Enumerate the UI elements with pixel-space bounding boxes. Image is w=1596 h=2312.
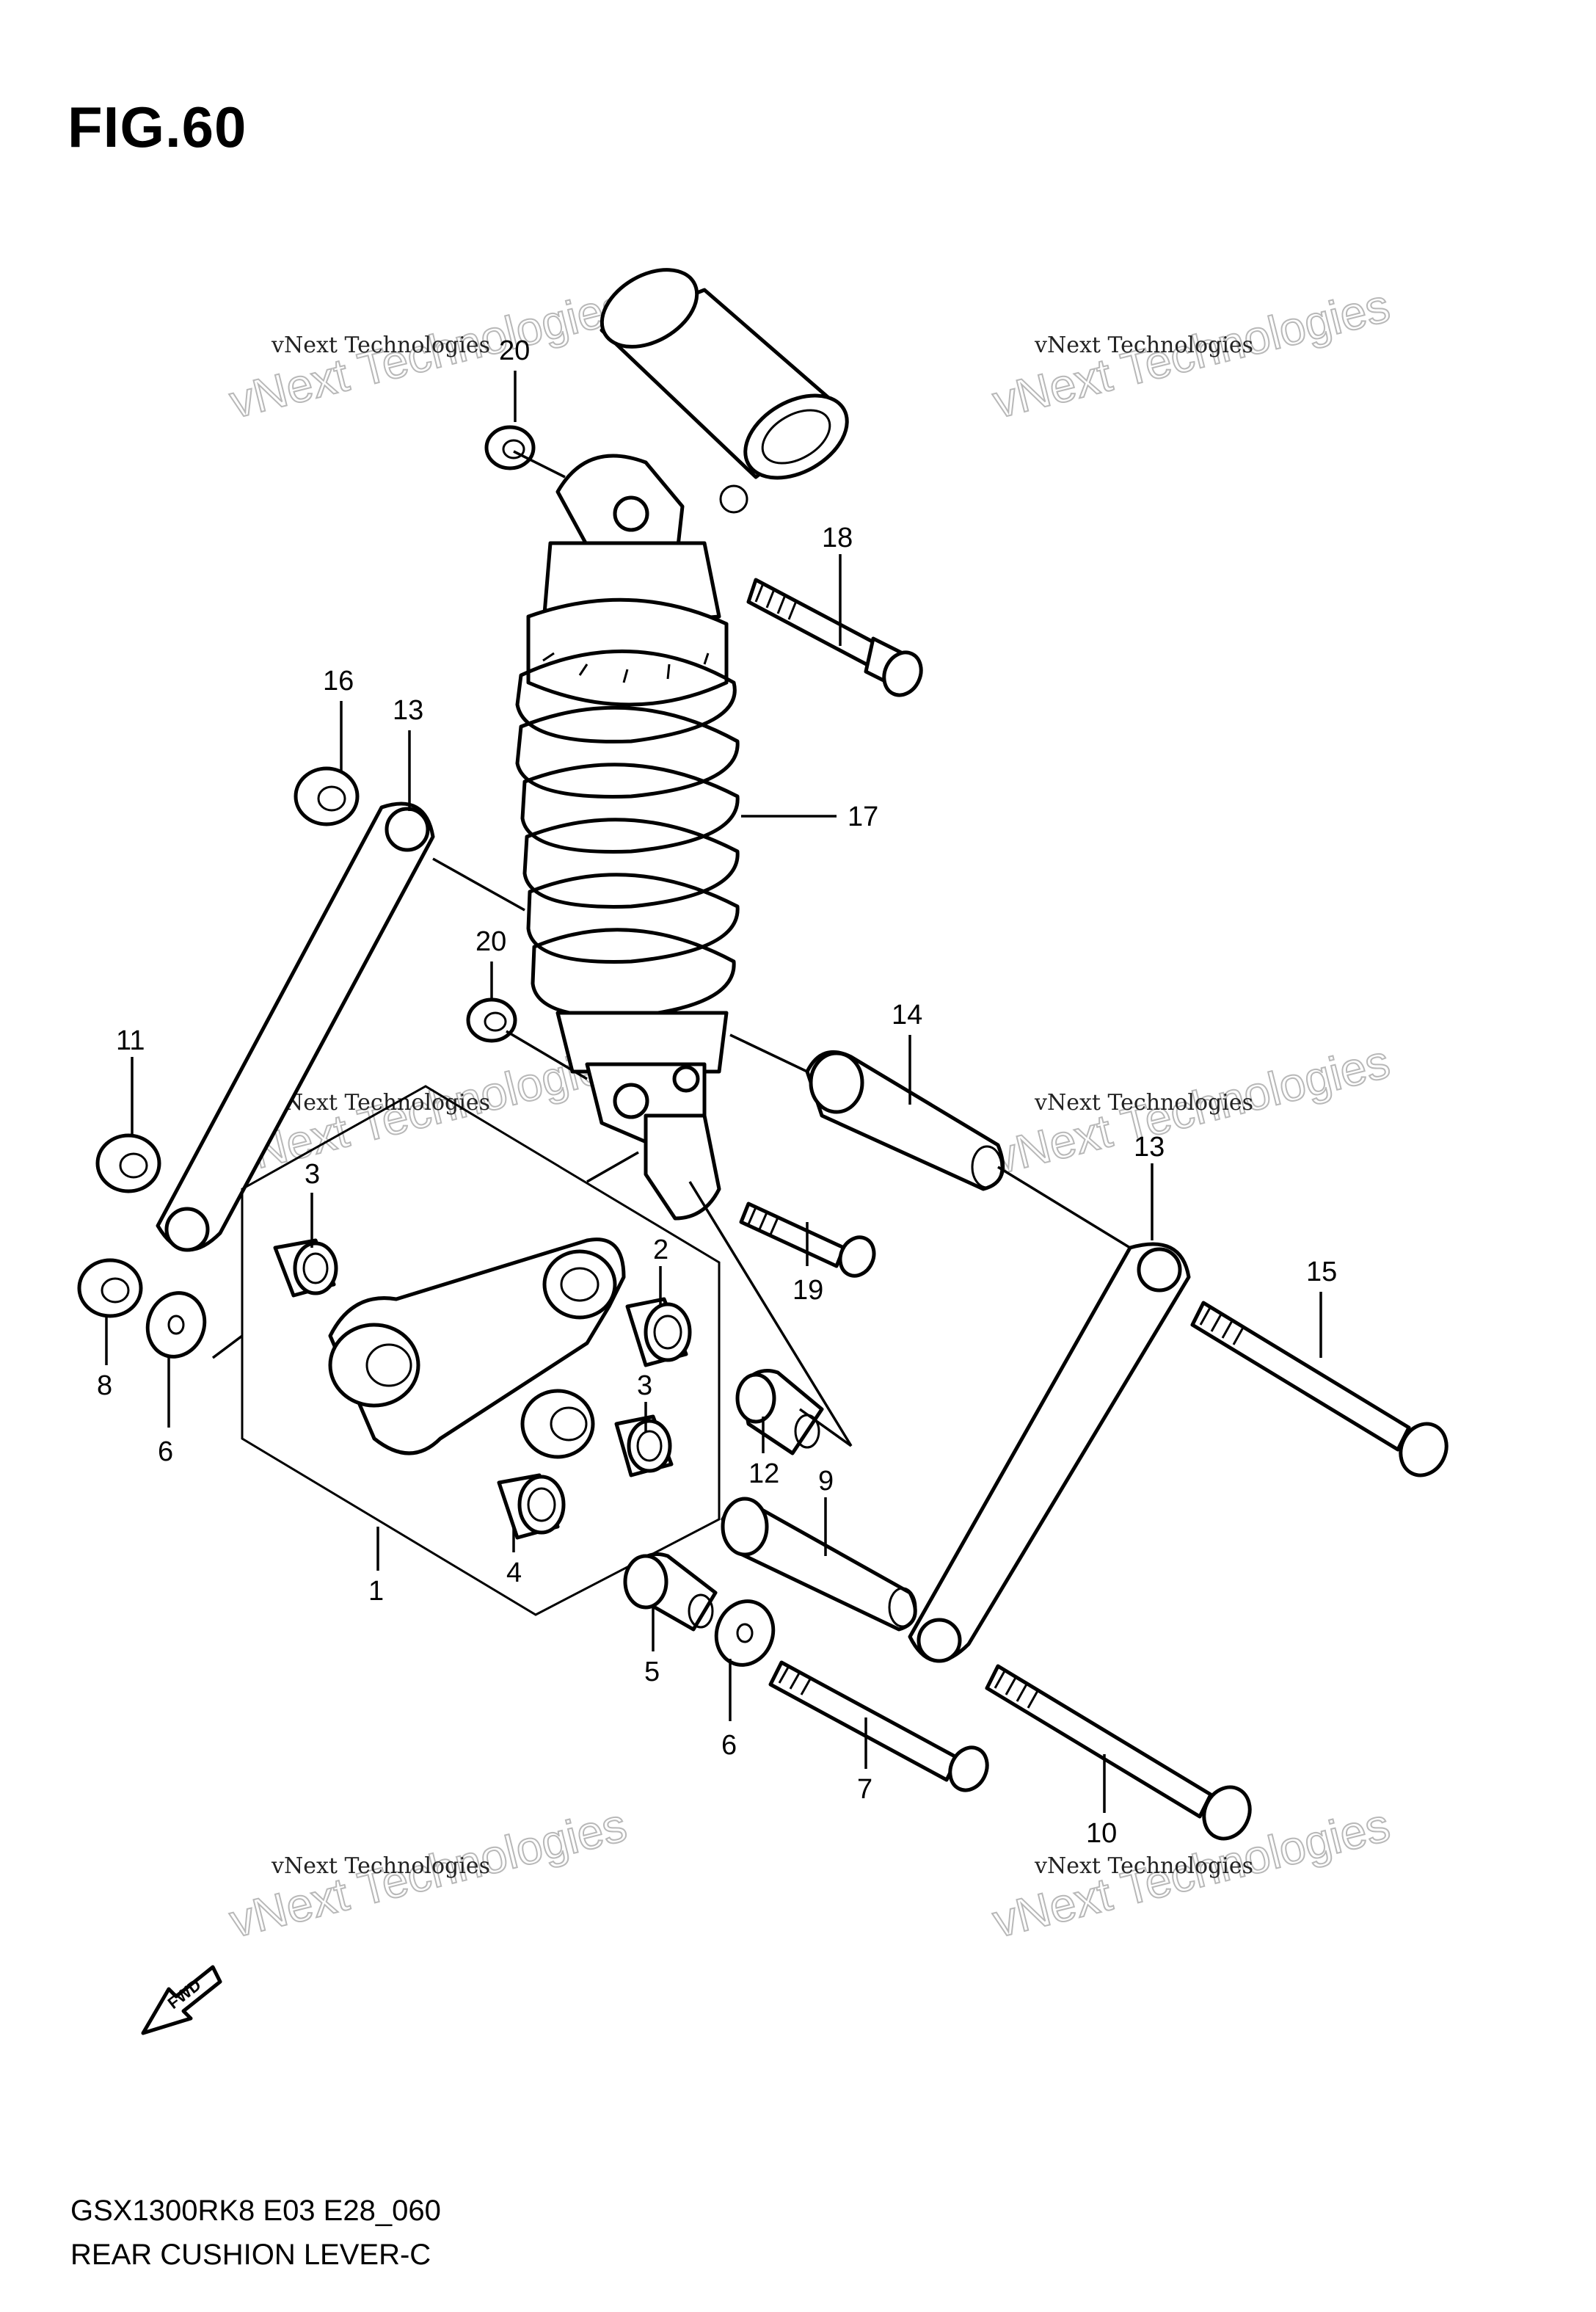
callout-6-left: 6 xyxy=(158,1436,173,1467)
model-code-label: GSX1300RK8 E03 E28_060 xyxy=(70,2195,441,2227)
svg-text:vNext Technologies: vNext Technologies xyxy=(271,1853,490,1879)
bearing-part-4 xyxy=(497,1473,566,1540)
spacer-part-9 xyxy=(721,1497,917,1632)
callout-13-left: 13 xyxy=(393,695,423,726)
callout-2: 2 xyxy=(653,1235,668,1265)
nut-part-8 xyxy=(77,1258,143,1318)
callout-15: 15 xyxy=(1306,1257,1337,1287)
fwd-direction-arrow: FWD xyxy=(141,1965,222,2035)
bolt-part-18 xyxy=(746,578,923,697)
bolt-part-19 xyxy=(739,1202,876,1278)
bearing-part-3-upper xyxy=(273,1238,338,1298)
washer-part-6-left xyxy=(145,1291,207,1359)
lever-assembly-part-1 xyxy=(241,1085,721,1616)
callout-4: 4 xyxy=(506,1557,522,1588)
figure-title: FIG.60 xyxy=(68,95,247,159)
callout-11: 11 xyxy=(116,1025,145,1056)
callout-20-lower: 20 xyxy=(475,926,506,957)
callout-16: 16 xyxy=(323,666,354,697)
callout-19: 19 xyxy=(792,1275,823,1306)
tie-rod-part-13-right xyxy=(908,1242,1191,1663)
svg-text:vNext Technologies: vNext Technologies xyxy=(1034,332,1253,358)
callout-14: 14 xyxy=(892,1000,922,1030)
spacer-part-5 xyxy=(623,1552,718,1632)
nut-part-20-upper xyxy=(484,425,536,470)
watermark-group-bottom-left: vNext Technologies vNext Technologies xyxy=(224,1797,633,1949)
callout-17: 17 xyxy=(848,801,878,832)
watermark-group-mid-right: vNext Technologies vNext Technologies xyxy=(987,1034,1396,1185)
bolt-part-10 xyxy=(985,1664,1252,1841)
callout-3-upper: 3 xyxy=(305,1159,320,1190)
bolt-part-7 xyxy=(768,1660,989,1792)
callout-12: 12 xyxy=(748,1458,779,1489)
tie-rod-part-13-left xyxy=(156,801,435,1252)
leader-lines xyxy=(105,371,1322,1813)
washer-part-6-right xyxy=(714,1599,776,1667)
callout-18: 18 xyxy=(822,523,853,553)
callout-1: 1 xyxy=(368,1576,384,1607)
shock-absorber-part-17 xyxy=(515,268,849,1221)
spacer-part-14 xyxy=(805,1050,1005,1191)
bearing-part-3-lower xyxy=(614,1414,674,1477)
callout-6-right: 6 xyxy=(721,1730,737,1761)
svg-text:vNext Technologies: vNext Technologies xyxy=(1034,1090,1253,1116)
callout-20-upper: 20 xyxy=(499,335,530,366)
callout-3-lower: 3 xyxy=(637,1370,652,1401)
callout-5: 5 xyxy=(644,1657,660,1687)
spacer-part-12 xyxy=(735,1369,824,1455)
bolt-part-15 xyxy=(1190,1301,1449,1477)
watermark-group-top-left: vNext Technologies vNext Technologies xyxy=(224,278,633,429)
svg-text:vNext Technologies: vNext Technologies xyxy=(271,332,490,358)
bearing-part-2 xyxy=(625,1297,692,1367)
svg-text:vNext Technologies: vNext Technologies xyxy=(1034,1853,1253,1879)
callout-10: 10 xyxy=(1086,1818,1117,1849)
nut-part-20-lower xyxy=(466,997,517,1043)
watermark-group-bottom-right: vNext Technologies vNext Technologies xyxy=(987,1797,1396,1949)
nut-part-11 xyxy=(95,1133,161,1193)
callout-labels: 20 18 16 13 17 20 14 11 3 13 2 19 15 8 3… xyxy=(97,335,1337,1849)
callout-13-right: 13 xyxy=(1134,1132,1165,1163)
callout-7: 7 xyxy=(857,1774,872,1805)
nut-part-16 xyxy=(294,766,360,826)
callout-9: 9 xyxy=(818,1466,834,1497)
callout-8: 8 xyxy=(97,1370,112,1401)
assembly-caption: REAR CUSHION LEVER-C xyxy=(70,2239,431,2271)
watermark-group-top-right: vNext Technologies vNext Technologies xyxy=(987,278,1396,429)
